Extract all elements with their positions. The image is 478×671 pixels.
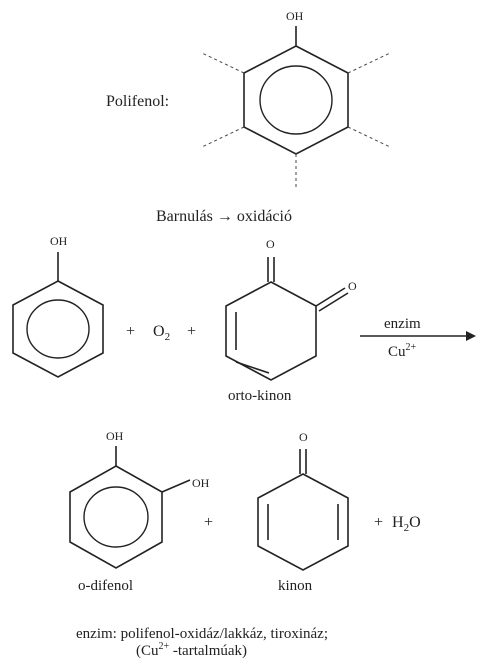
phenol-oh: OH (50, 234, 68, 248)
kinon-name: kinon (278, 578, 313, 594)
o-diphenol-structure: OH OH o-difenol (69, 429, 210, 594)
diphenol-ring (69, 465, 163, 569)
arrow-label-copper: Cu2+ (388, 342, 417, 360)
diphenol-name: o-difenol (78, 578, 133, 594)
kinon-ring (257, 473, 349, 571)
diphenol-oh-right: OH (192, 476, 210, 490)
enzyme-note-line1: enzim: polifenol-oxidáz/lakkáz, tiroxiná… (76, 626, 328, 642)
water-plus: + (374, 514, 383, 531)
polyphenol-oh: OH (286, 9, 304, 23)
quinone-co-bond-2b (318, 292, 349, 312)
plus-1: + (126, 323, 135, 340)
diphenol-oh-bond-2 (161, 479, 191, 493)
quinone-oxygen-top: O (266, 237, 275, 251)
plus-3: + (204, 514, 213, 531)
polyphenol-substituent-3 (201, 126, 245, 148)
polyphenol-structure: Polifenol: OH (106, 9, 391, 190)
arrow-label-enzyme: enzim (384, 316, 421, 332)
browning-text: Barnulás → oxidáció (156, 208, 292, 225)
oxygen-label: O2 (153, 323, 170, 343)
kinon-oxygen: O (299, 430, 308, 444)
polyphenol-label: Polifenol: (106, 93, 169, 110)
phenol-ring (12, 280, 104, 378)
quinone-oxygen-right: O (348, 279, 357, 293)
arrowhead (466, 331, 476, 341)
plus-2: + (187, 323, 196, 340)
quinone-structure: O kinon (257, 430, 349, 594)
diphenol-aromatic-circle (83, 486, 149, 548)
quinone-name: orto-kinon (228, 388, 292, 404)
enzyme-note-line2: (Cu2+ -tartalmúak) (136, 641, 247, 659)
phenol-structure: OH (12, 234, 104, 378)
polyphenol-substituent-2 (347, 52, 391, 74)
quinone-double-bond-bottom (235, 361, 270, 374)
phenol-aromatic-circle (26, 299, 90, 359)
reaction-arrow: enzim Cu2+ (360, 316, 476, 360)
polyphenol-aromatic-circle (259, 65, 333, 135)
polyphenol-substituent-4 (347, 126, 391, 148)
diphenol-oh-top: OH (106, 429, 124, 443)
quinone-ring (225, 281, 317, 381)
quinone-co-bond-2a (315, 287, 346, 307)
ortho-quinone-structure: O O orto-kinon (225, 237, 357, 404)
water-label: H2O (392, 514, 421, 534)
polyphenol-substituent-1 (201, 52, 245, 74)
